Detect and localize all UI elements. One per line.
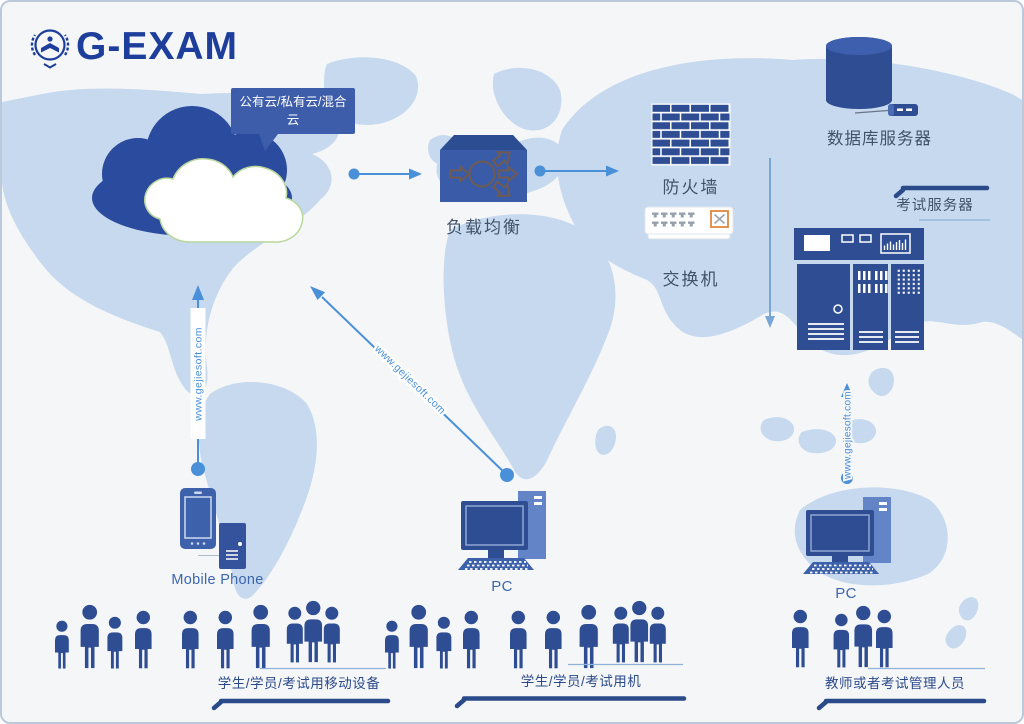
exam-server-label: 考试服务器 <box>896 198 974 214</box>
switch-label: 交换机 <box>662 270 720 289</box>
switch-crossover-icon <box>710 210 729 228</box>
logo-emblem-icon <box>30 29 70 69</box>
logo: G-EXAM <box>26 22 238 70</box>
arrow-cloud-to-load-balancer <box>348 168 422 180</box>
watermark-text-right: www.gejiesoft.com <box>843 391 854 480</box>
divider-line <box>765 158 775 328</box>
cloud-type-callout: 公有云/私有云/混合云 <box>231 88 355 152</box>
pc-right-icon <box>803 497 891 574</box>
arrow-load-balancer-to-firewall <box>534 165 619 177</box>
database-server-label: 数据库服务器 <box>827 130 932 148</box>
people-group-pc-users <box>384 600 667 670</box>
watermark-text-left: www.gejiesoft.com <box>193 327 205 422</box>
logo-text: G-EXAM <box>76 24 238 68</box>
switch-icon <box>644 206 734 240</box>
pc-right-label: PC <box>835 585 857 602</box>
load-balancer-label: 负载均衡 <box>446 218 522 237</box>
group-label-lines <box>211 663 987 711</box>
cloud-icon <box>92 106 304 243</box>
mobile-phone-label: Mobile Phone <box>171 572 264 588</box>
pc-center-icon <box>458 491 546 570</box>
pc-users-label: 学生/学员/考试用机 <box>520 674 642 689</box>
people-group-admins <box>791 605 894 669</box>
firewall-icon <box>651 103 731 166</box>
map-japan <box>924 228 952 283</box>
arrow-pc-to-exam-server: www.gejiesoft.com <box>841 383 856 484</box>
load-balancer-icon <box>440 135 527 202</box>
admins-label: 教师或者考试管理人员 <box>825 676 965 691</box>
people-group-mobile-users <box>54 600 341 670</box>
firewall-label: 防火墙 <box>662 178 720 197</box>
mobile-phone-icon <box>180 488 246 569</box>
exam-server-label-lines <box>893 185 990 221</box>
arrow-mobile-to-cloud: www.gejiesoft.com <box>190 285 206 476</box>
mobile-users-label: 学生/学员/考试用移动设备 <box>217 676 381 691</box>
map-scandinavia <box>492 67 562 131</box>
database-server-icon <box>826 37 918 116</box>
exam-server-icon <box>794 228 924 350</box>
pc-center-label: PC <box>491 578 513 595</box>
map-africa <box>443 214 616 480</box>
white-cloud-icon <box>144 158 304 243</box>
